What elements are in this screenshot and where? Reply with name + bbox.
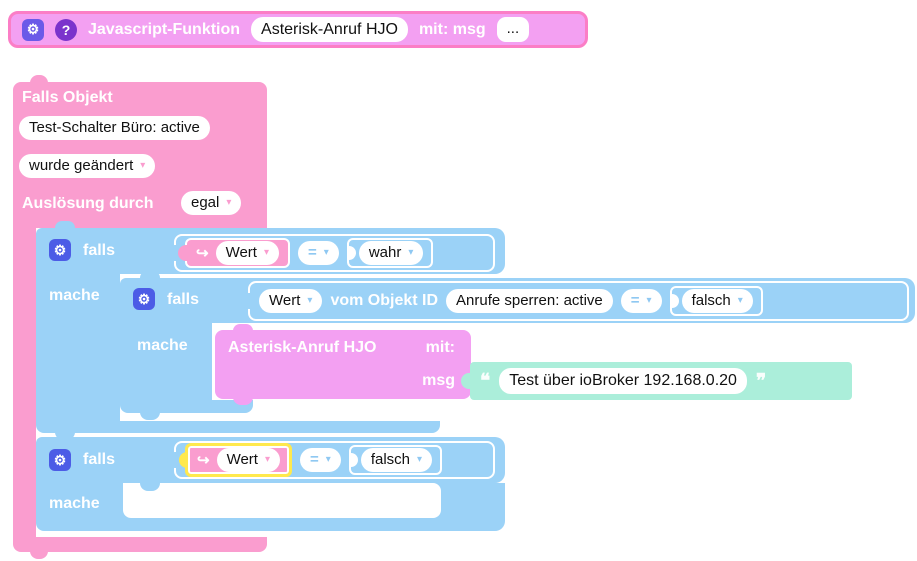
trigger-block-bottom[interactable]	[13, 537, 267, 552]
empty-statement-slot[interactable]	[123, 483, 441, 518]
string-block[interactable]: ❝ Test über ioBroker 192.168.0.20 ❞	[461, 362, 852, 400]
logic-falsch-block[interactable]: falsch	[348, 445, 443, 475]
if-inner-bottom[interactable]	[120, 400, 253, 413]
puzzle-notch	[348, 246, 356, 260]
if-bottom-mache-row[interactable]: mache	[36, 483, 505, 531]
operator-dropdown[interactable]: =	[620, 288, 662, 314]
function-call-block[interactable]: Asterisk-Anruf HJO mit: msg	[215, 330, 471, 399]
if-inner-mache-label: mache	[137, 337, 188, 354]
operator-value: =	[310, 450, 319, 468]
close-quote-icon: ❞	[755, 370, 767, 392]
variable-dropdown[interactable]: Wert	[215, 240, 280, 266]
object-id-field[interactable]: Anrufe sperren: active	[446, 288, 613, 314]
trigger-block-wall[interactable]	[13, 228, 36, 538]
redirect-arrow-icon: ↪	[196, 245, 209, 262]
puzzle-notch	[671, 294, 679, 308]
puzzle-notch	[350, 453, 358, 467]
function-name-field[interactable]: Asterisk-Anruf HJO	[251, 16, 408, 43]
compare-block-inner[interactable]: Wert vom Objekt ID Anrufe sperren: activ…	[241, 281, 909, 321]
operator-value: =	[630, 291, 640, 309]
trigger-by-label: Auslösung durch	[22, 195, 154, 212]
call-name-label: Asterisk-Anruf HJO	[228, 339, 377, 356]
if-outer-bottom[interactable]	[36, 421, 440, 433]
operator-value: =	[308, 243, 317, 261]
logic-falsch-block[interactable]: falsch	[669, 286, 763, 316]
boolean-dropdown[interactable]: falsch	[360, 447, 433, 473]
function-mutator-field[interactable]: ...	[496, 17, 530, 42]
operator-dropdown[interactable]: =	[298, 240, 339, 266]
variable-wert-block-selected[interactable]: ↪ Wert	[179, 443, 293, 477]
string-value-field[interactable]: Test über ioBroker 192.168.0.20	[499, 368, 747, 394]
puzzle-tab	[167, 245, 176, 261]
compare-block-bottom[interactable]: ↪ Wert = falsch	[167, 441, 495, 479]
function-args-label: mit: msg	[418, 20, 486, 38]
value-type-dropdown[interactable]: Wert	[259, 288, 323, 314]
redirect-arrow-icon: ↪	[197, 452, 210, 469]
puzzle-tab	[241, 293, 250, 309]
puzzle-tab	[461, 373, 470, 389]
help-icon[interactable]: ?	[55, 18, 77, 41]
connector-bump	[30, 551, 48, 559]
call-arg-label: msg	[422, 372, 455, 389]
puzzle-tab	[178, 245, 187, 261]
gear-icon[interactable]: ⚙	[22, 18, 44, 41]
function-label: Javascript-Funktion	[88, 20, 241, 38]
trigger-change-dropdown[interactable]: wurde geändert	[19, 154, 156, 179]
function-definition-block[interactable]: ⚙ ? Javascript-Funktion Asterisk-Anruf H…	[8, 11, 588, 48]
if-outer-mache-label: mache	[49, 287, 100, 304]
if-inner-falls-label: falls	[167, 291, 200, 308]
trigger-object-field[interactable]: Test-Schalter Büro: active	[19, 116, 210, 141]
if-outer-falls-label: falls	[83, 242, 116, 259]
connector-bump	[55, 221, 75, 228]
trigger-title: Falls Objekt	[22, 89, 113, 106]
connector-bump	[233, 397, 253, 405]
open-quote-icon: ❝	[480, 370, 491, 392]
trigger-block-header[interactable]: Falls Objekt Test-Schalter Büro: active …	[13, 82, 267, 228]
puzzle-tab	[167, 452, 176, 468]
connector-bump	[233, 324, 253, 331]
variable-wert-block[interactable]: ↪ Wert	[178, 238, 291, 268]
gear-icon[interactable]: ⚙	[49, 449, 71, 471]
connector-bump	[140, 483, 160, 491]
boolean-dropdown[interactable]: wahr	[358, 240, 424, 266]
of-object-label: vom Objekt ID	[330, 292, 439, 310]
operator-dropdown[interactable]: =	[300, 447, 341, 473]
boolean-dropdown[interactable]: falsch	[681, 288, 753, 314]
if-inner-wall[interactable]: mache	[120, 323, 212, 400]
gear-icon[interactable]: ⚙	[49, 239, 71, 261]
connector-bump	[140, 271, 160, 278]
if-bottom-mache-label: mache	[49, 495, 100, 512]
gear-icon[interactable]: ⚙	[133, 288, 155, 310]
if-bottom-falls-label: falls	[83, 451, 116, 468]
call-with-label: mit:	[425, 339, 455, 356]
connector-bump	[30, 75, 48, 83]
if-outer-wall[interactable]: mache	[36, 274, 120, 422]
logic-wahr-block[interactable]: wahr	[346, 238, 434, 268]
connector-bump	[140, 412, 160, 420]
compare-block-outer[interactable]: ↪ Wert = wahr	[167, 234, 495, 272]
variable-dropdown[interactable]: Wert	[216, 447, 281, 473]
puzzle-tab	[179, 452, 188, 468]
connector-bump	[55, 432, 75, 440]
trigger-by-dropdown[interactable]: egal	[181, 191, 242, 216]
